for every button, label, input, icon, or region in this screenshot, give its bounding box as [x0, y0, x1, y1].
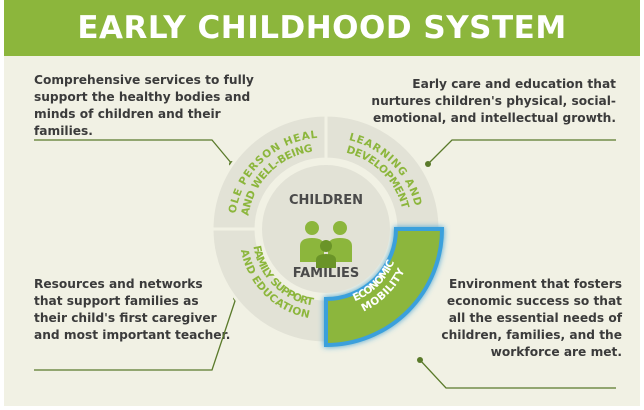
family-leader-line: [34, 297, 237, 371]
economic-leader-line: [419, 359, 616, 389]
health-leader-line: [34, 139, 233, 165]
center-circle: [262, 165, 390, 293]
learning-leader-dot: [425, 161, 431, 167]
learning-description: Early care and education that nurtures c…: [371, 77, 616, 125]
health-segment: [210, 113, 328, 231]
economic-leader-dot: [417, 357, 423, 363]
economic-description: Environment that fosters economic succes…: [441, 277, 622, 359]
family-segment: [210, 227, 328, 345]
center-families-label: FAMILIES: [293, 266, 360, 281]
health-description: Comprehensive services to fully support …: [34, 73, 254, 138]
center-children-label: CHILDREN: [289, 193, 363, 208]
economic-segment: [324, 227, 445, 348]
learning-leader-line: [427, 139, 616, 165]
diagram-title: EARLY CHILDHOOD SYSTEM: [77, 10, 567, 46]
header-banner: EARLY CHILDHOOD SYSTEM: [4, 0, 640, 56]
family-icon: [300, 221, 352, 268]
learning-segment: [324, 113, 442, 231]
family-description: Resources and networks that support fami…: [34, 277, 231, 342]
